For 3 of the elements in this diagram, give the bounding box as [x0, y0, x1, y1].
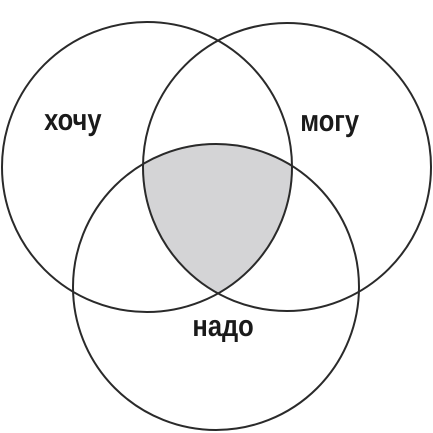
circle-label: могу [300, 105, 360, 139]
circle-label: хочу [44, 104, 102, 138]
circle-label: надо [192, 310, 254, 344]
